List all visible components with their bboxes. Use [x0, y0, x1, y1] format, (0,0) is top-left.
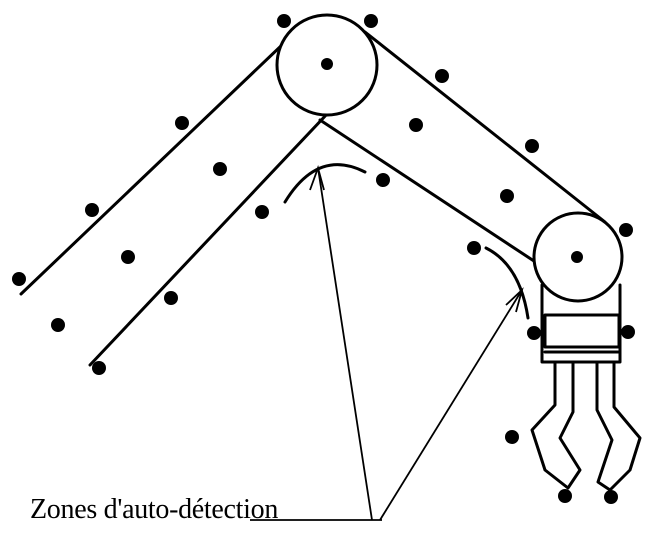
sensor-dot: [409, 118, 423, 132]
sensor-dot: [435, 69, 449, 83]
caption-label: Zones d'auto-détection: [30, 494, 279, 525]
sensor-dot: [619, 223, 633, 237]
sensor-dot: [213, 162, 227, 176]
sensor-dot: [571, 251, 583, 263]
sensor-dot: [175, 116, 189, 130]
sensor-dot: [255, 205, 269, 219]
sensor-dot: [527, 326, 541, 340]
sensor-dot: [92, 361, 106, 375]
wrist-band: [543, 313, 621, 349]
gripper-left-finger: [530, 360, 582, 490]
sensor-dot: [85, 203, 99, 217]
sensor-dot: [51, 318, 65, 332]
sensor-dot: [558, 489, 572, 503]
gripper-right-finger: [595, 360, 642, 492]
detection-zone-wrist: [484, 246, 530, 320]
upper-arm-outer-edge: [19, 43, 284, 296]
leader-line-wrist: [379, 289, 523, 521]
forearm-inner-edge: [318, 118, 542, 267]
sensor-dot: [525, 139, 539, 153]
sensor-dot: [121, 250, 135, 264]
arrowhead-wrist: [505, 287, 524, 313]
sensor-dot: [604, 490, 618, 504]
sensor-dot: [364, 14, 378, 28]
sensor-dot: [467, 241, 481, 255]
upper-arm-inner-edge: [88, 111, 330, 367]
detection-zone-elbow: [283, 163, 367, 204]
sensor-dot: [505, 430, 519, 444]
forearm-outer-edge: [363, 30, 607, 224]
arrowhead-elbow: [309, 165, 325, 191]
sensor-dot: [376, 173, 390, 187]
leader-line-elbow: [317, 167, 373, 521]
sensor-dot: [277, 14, 291, 28]
sensor-dot: [500, 189, 514, 203]
sensor-dot: [321, 58, 333, 70]
sensor-dot: [164, 291, 178, 305]
sensor-dot: [621, 325, 635, 339]
sensor-dot: [12, 272, 26, 286]
